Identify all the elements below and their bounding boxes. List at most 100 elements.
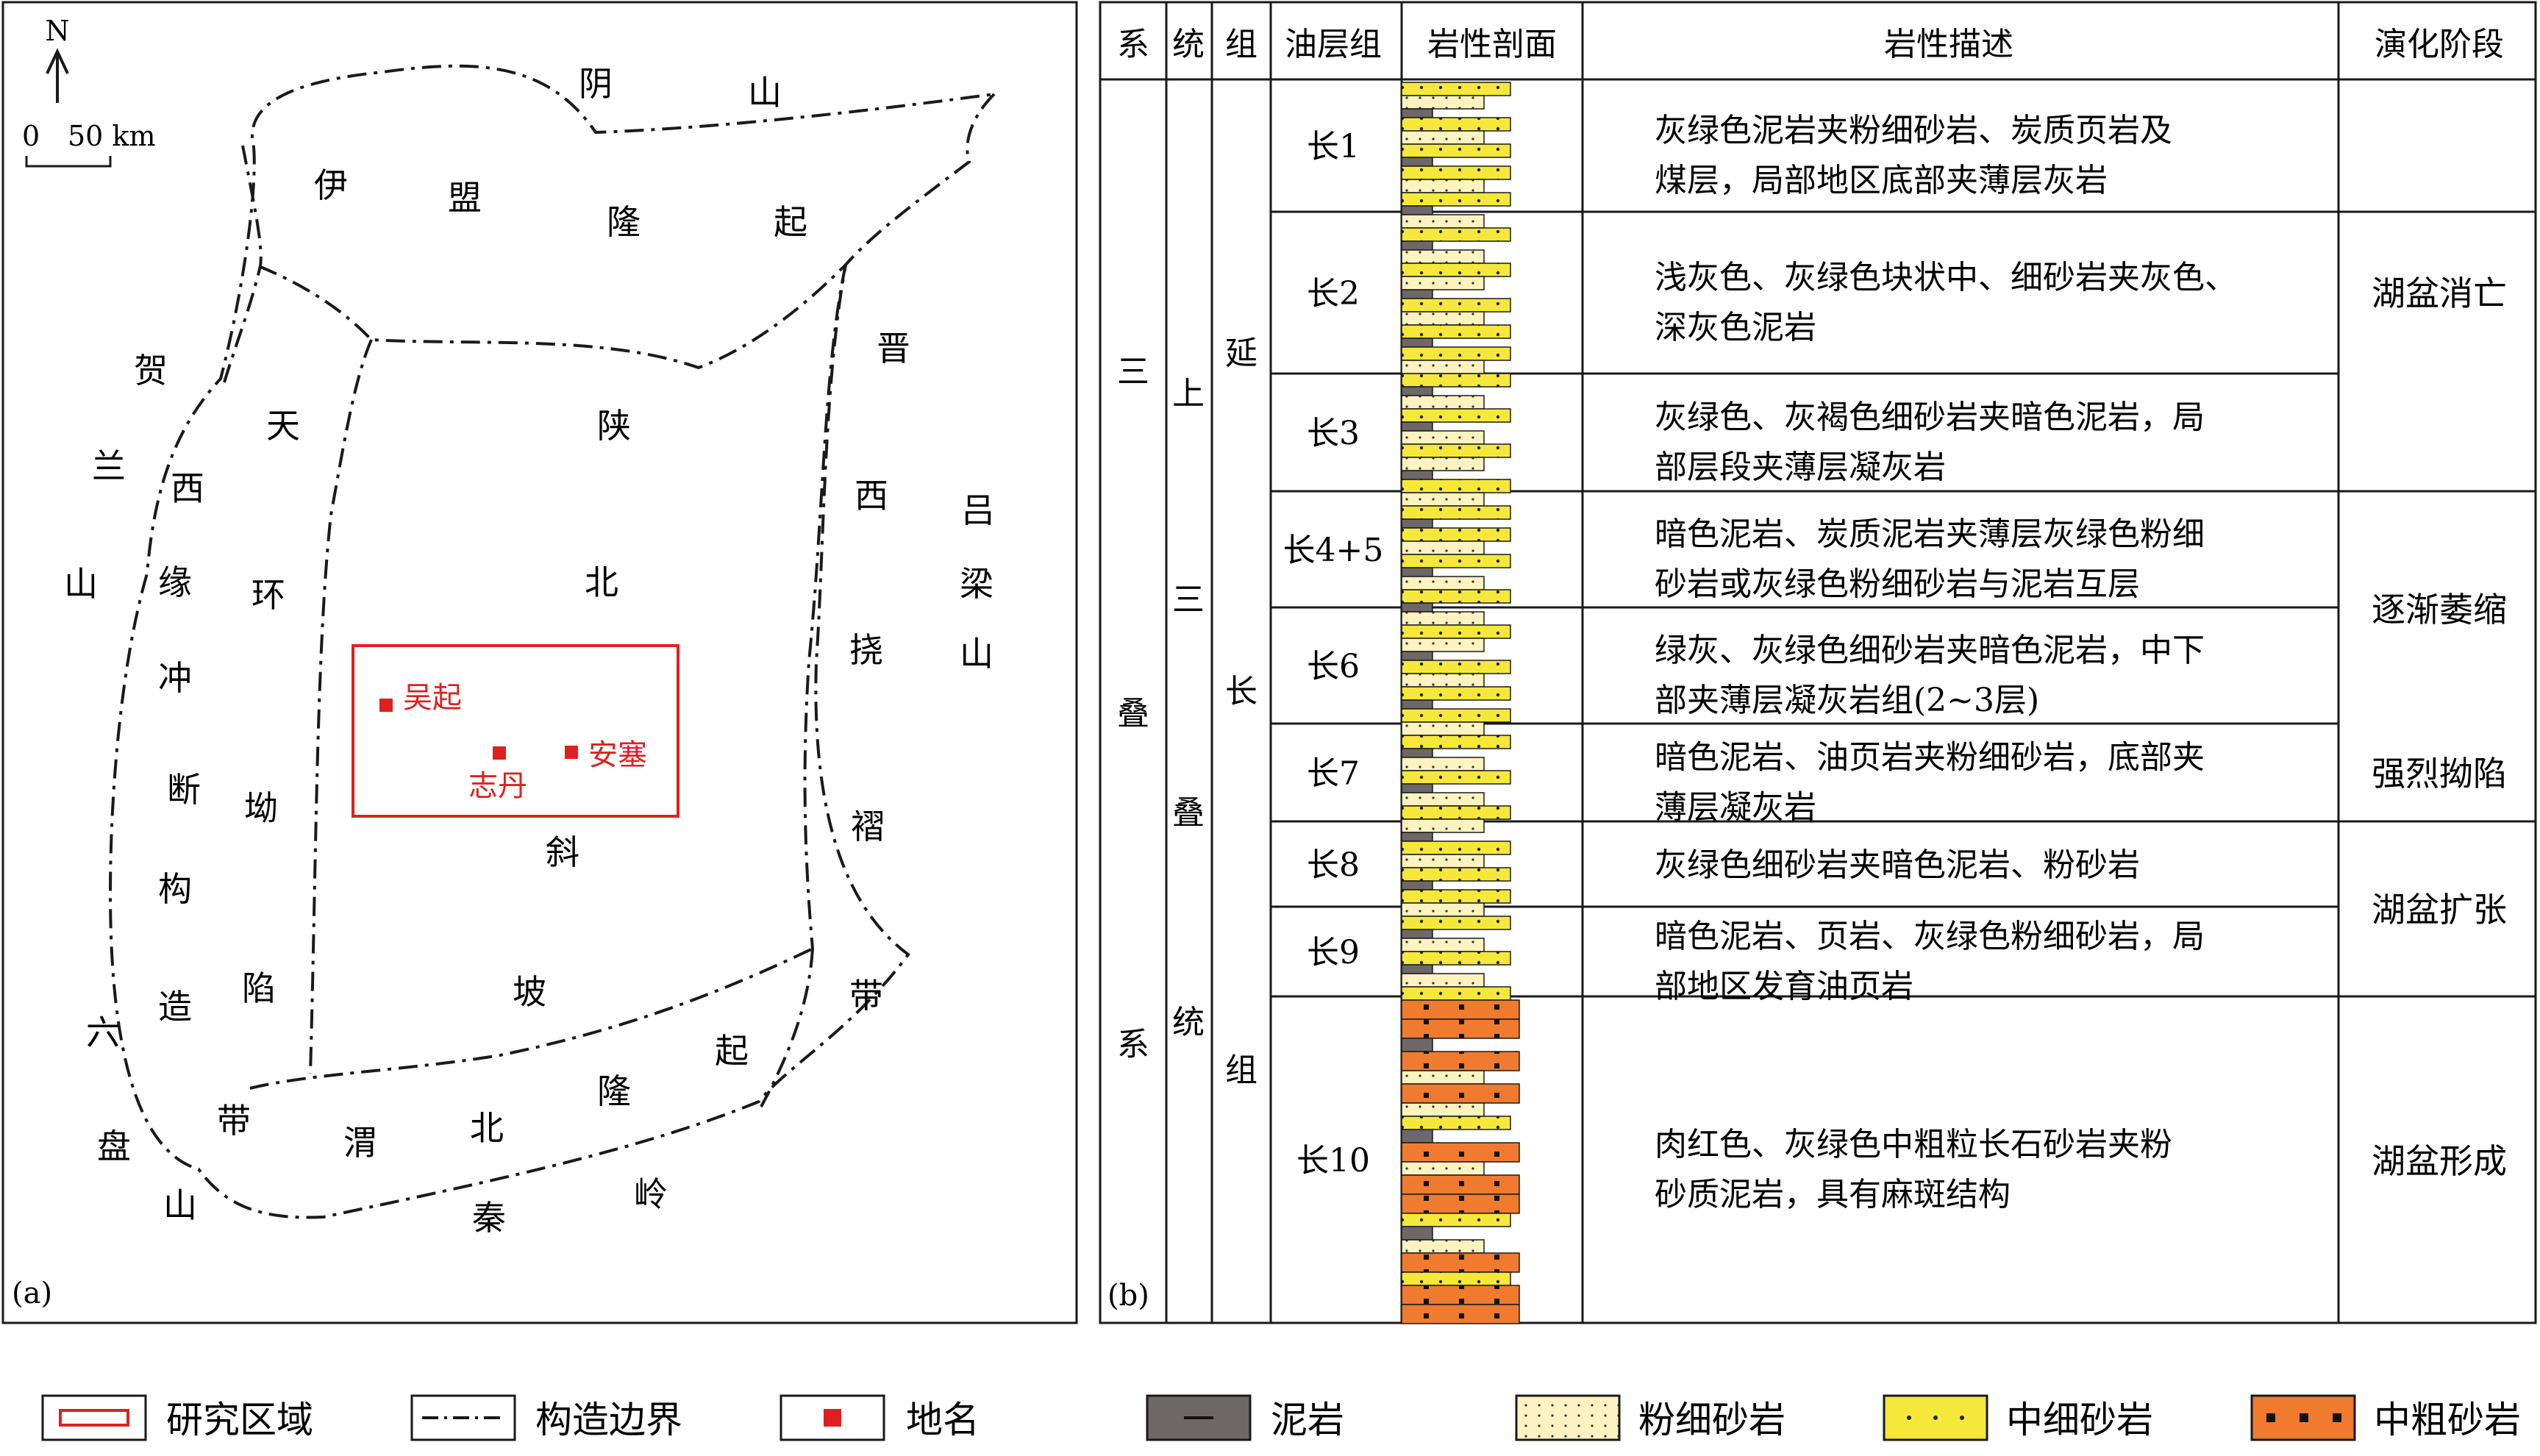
stage-label-4: 湖盆形成	[2372, 1141, 2507, 1181]
lith-bed-fine	[1401, 373, 1511, 388]
lith-bed-fine	[1401, 143, 1511, 158]
region-char-tianhuan-4: 陷	[242, 968, 276, 1008]
lith-bed-coarse	[1401, 999, 1520, 1020]
region-char-jinxi-5: 带	[849, 976, 883, 1016]
lith-bed-fine	[1401, 227, 1511, 242]
stage-label-0: 湖盆消亡	[2372, 274, 2507, 313]
region-char-lvliang-1: 吕	[961, 490, 995, 530]
lith-bed-fine	[1401, 527, 1511, 542]
lith-bed-fine	[1401, 117, 1511, 132]
lith-bed-coarse	[1401, 1252, 1520, 1273]
lith-bed-mud	[1401, 699, 1433, 710]
lith-bed-mud	[1401, 1038, 1433, 1052]
lith-bed-coarse	[1401, 1142, 1520, 1163]
lith-bed-coarse	[1401, 1051, 1520, 1071]
lith-bed-fine	[1401, 708, 1511, 723]
lith-bed-coarse	[1401, 1018, 1520, 1039]
region-char-helan-2: 兰	[92, 446, 126, 486]
region-labels: 阴山伊盟隆起贺兰山西缘冲断构造带天环坳陷陕北斜坡晋西挠褶带吕梁山渭北隆起六盘山秦…	[64, 64, 995, 1238]
header-stage: 演化阶段	[2375, 26, 2504, 63]
description-line-1: 绿灰、灰绿色细砂岩夹暗色泥岩，中下	[1655, 632, 2205, 669]
lith-bed-fine	[1401, 1116, 1511, 1130]
lith-bed-silt	[1401, 540, 1485, 555]
description-line-1: 灰绿色泥岩夹粉细砂岩、炭质页岩及	[1655, 112, 2172, 149]
lith-bed-fine	[1401, 951, 1511, 966]
north-arrow-head-icon	[46, 48, 69, 74]
place-label-ansai: 安塞	[588, 738, 647, 772]
region-char-shanbei-4: 坡	[513, 972, 546, 1012]
region-char-shanbei-2: 北	[585, 563, 618, 602]
lith-bed-silt	[1401, 638, 1485, 652]
header-description: 岩性描述	[1884, 26, 2013, 63]
lith-bed-fine	[1401, 889, 1511, 904]
header-oil-group: 油层组	[1285, 26, 1382, 63]
lith-bed-mud	[1401, 338, 1433, 348]
region-char-qinling-1: 秦	[472, 1198, 506, 1238]
region-char-jinxi-1: 晋	[877, 329, 910, 368]
legend-place-icon	[824, 1409, 841, 1427]
lith-bed-fine	[1401, 589, 1511, 604]
description-line-2: 部地区发育油页岩	[1655, 968, 1913, 1005]
lith-bed-silt	[1401, 611, 1485, 626]
legend-item-silty-fine-sandstone: 粉细砂岩	[1515, 1394, 1786, 1441]
lith-bed-mud	[1401, 964, 1433, 974]
scale-bar: 0 50 km	[22, 120, 156, 168]
region-char-helan-1: 贺	[134, 351, 168, 390]
lith-bed-coarse	[1401, 1193, 1520, 1214]
lith-bed-fine	[1401, 408, 1511, 423]
lith-bed-fine	[1401, 82, 1511, 96]
region-char-tianhuan-3: 坳	[244, 788, 278, 828]
oil-group-name: 长2	[1307, 275, 1360, 313]
header-series: 统	[1172, 26, 1205, 63]
north-arrow: N	[45, 15, 70, 103]
lith-bed-fine	[1401, 479, 1511, 493]
formation-char-1: 长	[1225, 673, 1257, 710]
stage-label-1: 逐渐萎缩	[2372, 590, 2507, 629]
oil-group-name: 长8	[1307, 846, 1360, 884]
region-char-jinxi-3: 挠	[849, 630, 883, 670]
place-label-zhidan: 志丹	[468, 769, 527, 803]
description-line-2: 深灰色泥岩	[1655, 309, 1816, 346]
lith-bed-mud	[1401, 880, 1433, 891]
lith-bed-mud	[1401, 240, 1433, 251]
legend-item-medium-coarse-sandstone: 中粗砂岩	[2250, 1394, 2521, 1441]
lith-bed-mud	[1401, 651, 1433, 661]
description-line-2: 煤层，局部地区底部夹薄层灰岩	[1655, 162, 2108, 199]
lith-bed-mud	[1401, 289, 1433, 299]
description-line-1: 肉红色、灰绿色中粗粒长石砂岩夹粉	[1655, 1126, 2172, 1163]
boundary-weibei-east	[760, 948, 814, 1107]
boundary-yimeng-south	[258, 263, 847, 370]
system-char-1: 叠	[1117, 695, 1149, 732]
description-line-2: 部夹薄层凝灰岩组(2~3层)	[1655, 682, 2039, 719]
lith-bed-silt	[1401, 311, 1485, 326]
lith-bed-silt	[1401, 576, 1485, 590]
legend-swatch-study-area	[41, 1394, 147, 1441]
series-char-1: 三	[1172, 581, 1205, 618]
lith-bed-mud	[1401, 1129, 1433, 1143]
region-char-xiyuan-6: 造	[158, 987, 192, 1027]
lith-bed-fine	[1401, 986, 1511, 1001]
region-char-shanbei-1: 陕	[597, 406, 631, 446]
region-char-yimeng-3: 隆	[607, 202, 641, 242]
lith-bed-mud	[1401, 518, 1433, 529]
lith-bed-mud	[1401, 1226, 1433, 1241]
series-char-3: 统	[1172, 1004, 1205, 1041]
region-char-weibei-1: 渭	[343, 1123, 377, 1163]
lith-bed-mud	[1401, 157, 1433, 167]
column-headers: 系 统 组 油层组 岩性剖面 岩性描述 演化阶段	[1117, 26, 2504, 63]
region-char-liupan-3: 山	[163, 1185, 197, 1225]
legend-label-silt: 粉细砂岩	[1638, 1399, 1786, 1441]
description-line-2: 砂质泥岩，具有麻斑结构	[1655, 1176, 2011, 1213]
north-label: N	[45, 15, 69, 47]
boundary-west-inner	[223, 145, 263, 383]
region-char-xiyuan-2: 缘	[158, 563, 192, 602]
region-char-xiyuan-5: 构	[158, 869, 192, 909]
lith-bed-fine	[1401, 505, 1511, 520]
series-char-0: 上	[1172, 375, 1205, 413]
